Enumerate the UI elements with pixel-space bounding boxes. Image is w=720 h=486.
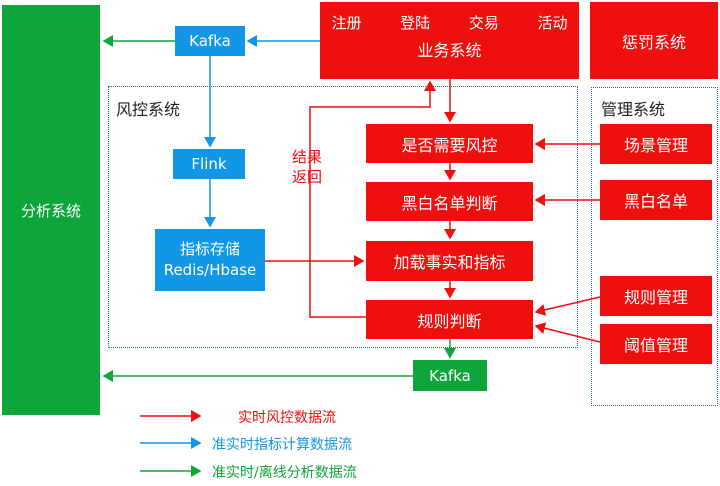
blackwhite-judge-label: 黑白名单判断 xyxy=(401,193,498,213)
result-return-arrow xyxy=(309,80,436,318)
threshold-mgmt-box: 阈值管理 xyxy=(600,324,712,364)
action-trade: 交易 xyxy=(468,14,499,32)
action-login: 登陆 xyxy=(400,14,431,32)
scene-mgmt-box: 场景管理 xyxy=(600,124,712,164)
legend-red-text: 实时风控数据流 xyxy=(238,410,336,426)
legend-blue-text: 准实时指标计算数据流 xyxy=(212,437,352,453)
analysis-system-label: 分析系统 xyxy=(20,201,81,220)
rule-judge-label: 规则判断 xyxy=(417,311,482,331)
rulemgmt-to-rule-arrow xyxy=(534,296,601,316)
threshold-to-rule-arrow xyxy=(534,322,601,343)
result-return-line1: 结果 xyxy=(292,148,323,166)
kafka-bottom-box: Kafka xyxy=(413,360,487,391)
blackwhite-list-box: 黑白名单 xyxy=(600,180,712,220)
metric-store-line1: 指标存储 xyxy=(179,240,240,258)
scene-mgmt-label: 场景管理 xyxy=(623,136,688,155)
management-frame xyxy=(591,87,718,406)
kafka-top-box: Kafka xyxy=(175,26,245,56)
result-return-line2: 返回 xyxy=(292,168,323,186)
management-label: 管理系统 xyxy=(601,100,666,119)
need-risk-label: 是否需要风控 xyxy=(401,135,498,155)
risk-control-frame xyxy=(108,86,578,348)
result-return-label: 结果 返回 xyxy=(292,147,332,187)
action-register: 注册 xyxy=(331,14,362,32)
need-risk-box: 是否需要风控 xyxy=(366,124,533,163)
rule-mgmt-label: 规则管理 xyxy=(623,288,688,307)
flink-box: Flink xyxy=(173,149,245,179)
action-activity: 活动 xyxy=(537,14,568,32)
punish-system-box: 惩罚系统 xyxy=(590,2,718,79)
rule-judge-box: 规则判断 xyxy=(366,300,533,339)
metric-store-line2: Redis/Hbase xyxy=(163,261,257,279)
risk-control-label: 风控系统 xyxy=(116,100,181,119)
analysis-system-box: 分析系统 xyxy=(2,5,100,415)
business-actions: 注册 登陆 交易 活动 xyxy=(332,12,568,33)
load-facts-box: 加载事实和指标 xyxy=(366,241,533,281)
business-system-label: 业务系统 xyxy=(417,41,482,60)
flink-label: Flink xyxy=(191,155,227,173)
kafka-bottom-label: Kafka xyxy=(429,366,471,385)
punish-system-label: 惩罚系统 xyxy=(621,32,686,52)
metric-store-box: 指标存储 Redis/Hbase xyxy=(155,229,265,291)
load-facts-label: 加载事实和指标 xyxy=(393,253,506,272)
business-system-box: 注册 登陆 交易 活动 业务系统 xyxy=(320,2,579,79)
threshold-mgmt-label: 阈值管理 xyxy=(623,336,688,355)
blackwhite-list-label: 黑白名单 xyxy=(623,192,688,211)
blackwhite-judge-box: 黑白名单判断 xyxy=(366,182,533,221)
rule-mgmt-box: 规则管理 xyxy=(600,276,712,316)
kafka-top-label: Kafka xyxy=(189,32,231,50)
legend-green-text: 准实时/离线分析数据流 xyxy=(212,465,357,481)
